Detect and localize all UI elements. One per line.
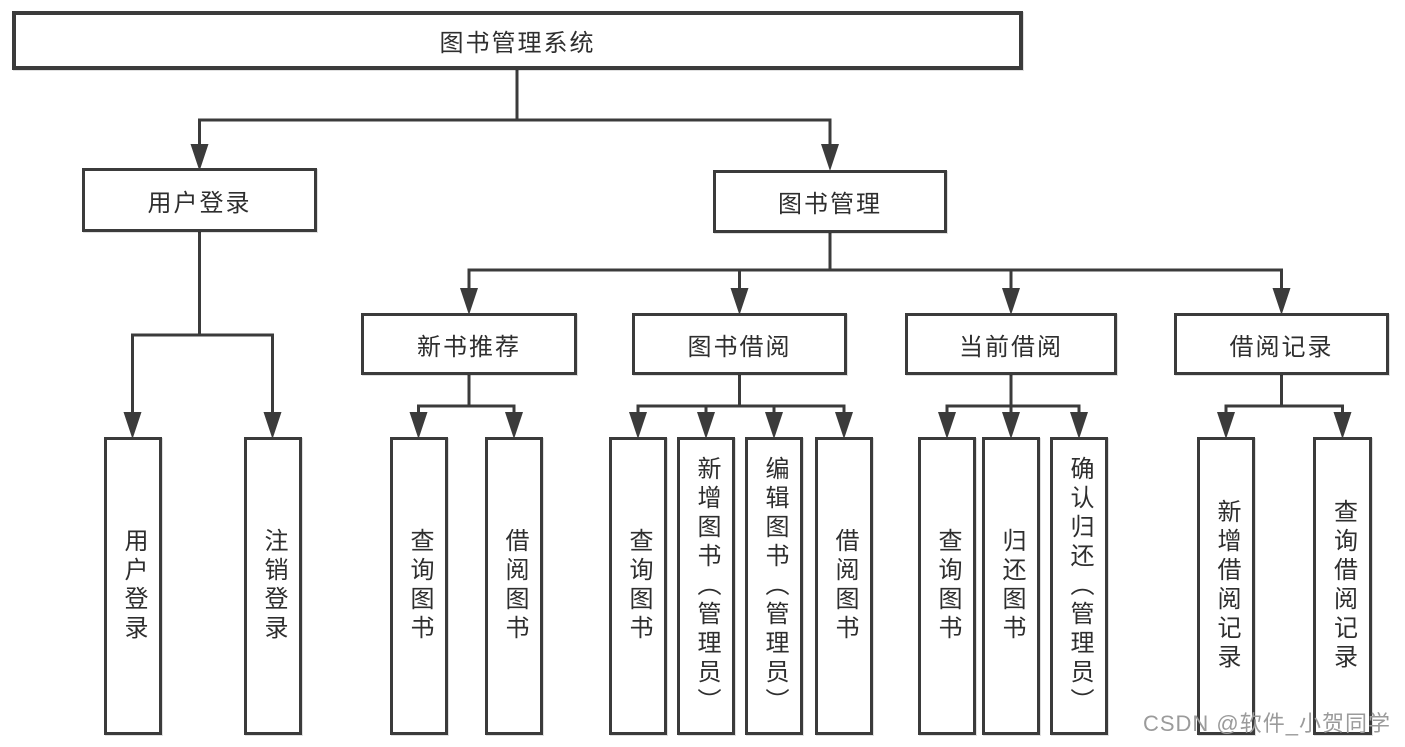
leaf-records-query: 查询借阅记录 [1313, 437, 1372, 735]
leaf-newbooks-query: 查询图书 [390, 437, 448, 735]
node-label: 新增图书（管理员） [693, 455, 720, 717]
leaf-logout: 注销登录 [244, 437, 302, 735]
leaf-current-query: 查询图书 [918, 437, 976, 735]
node-label: 确认归还（管理员） [1066, 455, 1093, 717]
node-label: 借阅图书 [831, 528, 858, 644]
csdn-watermark: CSDN @软件_小贺同学 [1142, 711, 1391, 736]
leaf-borrow-add-admin: 新增图书（管理员） [677, 437, 735, 735]
node-label: 编辑图书（管理员） [761, 455, 788, 717]
node-user-login: 用户登录 [82, 168, 317, 232]
leaf-newbooks-borrow: 借阅图书 [485, 437, 543, 735]
node-borrow-records: 借阅记录 [1174, 313, 1389, 375]
leaf-user-login: 用户登录 [104, 437, 162, 735]
node-label: 用户登录 [120, 528, 147, 644]
node-label: 查询图书 [406, 528, 433, 644]
node-label: 借阅图书 [501, 528, 528, 644]
node-label: 新增借阅记录 [1213, 499, 1240, 673]
leaf-records-add: 新增借阅记录 [1197, 437, 1255, 735]
node-label: 图书管理系统 [439, 30, 596, 57]
node-label: 图书管理 [778, 191, 882, 218]
leaf-borrow-edit-admin: 编辑图书（管理员） [745, 437, 803, 735]
node-label: 归还图书 [998, 528, 1025, 644]
node-book-borrow: 图书借阅 [632, 313, 847, 375]
leaf-current-return: 归还图书 [982, 437, 1040, 735]
node-label: 注销登录 [260, 528, 287, 644]
leaf-current-confirm-admin: 确认归还（管理员） [1050, 437, 1108, 735]
node-book-management: 图书管理 [713, 170, 947, 233]
node-current-borrow: 当前借阅 [905, 313, 1117, 375]
node-label: 新书推荐 [417, 333, 521, 361]
leaf-borrow-query: 查询图书 [609, 437, 667, 735]
node-label: 查询图书 [934, 528, 961, 644]
leaf-borrow-borrow: 借阅图书 [815, 437, 873, 735]
node-label: 借阅记录 [1229, 333, 1334, 361]
node-label: 用户登录 [147, 189, 252, 217]
node-new-book-recommend: 新书推荐 [361, 313, 577, 375]
node-label: 图书借阅 [687, 333, 792, 361]
node-label: 当前借阅 [959, 333, 1063, 361]
node-label: 查询图书 [625, 528, 652, 644]
node-library-system: 图书管理系统 [12, 11, 1023, 70]
node-label: 查询借阅记录 [1329, 499, 1357, 673]
